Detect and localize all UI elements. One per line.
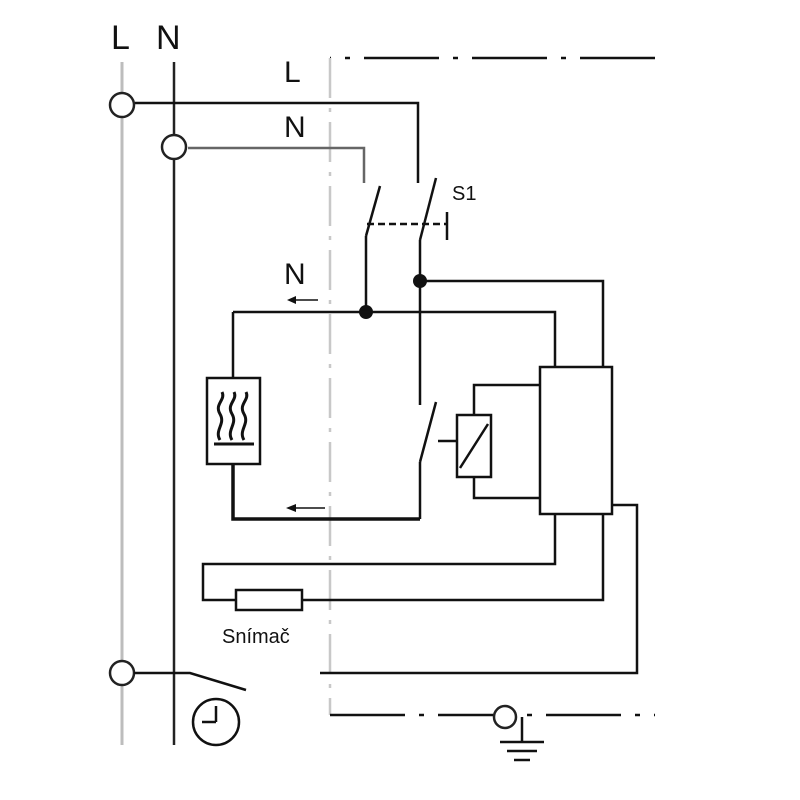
bus-label-neutral-out: N	[284, 258, 306, 291]
heat-icon	[214, 391, 254, 446]
relay-contact	[418, 401, 438, 519]
terminal-clock	[108, 659, 136, 687]
neutral-arrow-top	[287, 296, 318, 304]
heater-return-wire	[231, 464, 420, 521]
coil-bottom-wire	[472, 477, 540, 500]
clock-switch-arm	[134, 671, 247, 692]
sensor-wire-a	[201, 514, 557, 602]
relay-coil	[455, 413, 493, 479]
bus-label-neutral: N	[284, 111, 306, 144]
neutral-bus-wire	[233, 310, 557, 367]
sensor-label: Snímač	[222, 626, 290, 648]
terminal-neutral	[160, 133, 188, 161]
temperature-sensor	[234, 588, 304, 612]
ground-icon	[500, 717, 544, 762]
line-feed-wire	[135, 101, 420, 183]
clock-icon	[191, 697, 241, 747]
main-switch-s1	[364, 177, 449, 405]
neutral-feed-wire	[188, 146, 366, 183]
switch-label: S1	[452, 183, 476, 205]
bus-label-line: L	[284, 56, 301, 89]
sensor-wire-b	[302, 514, 605, 602]
heater-element	[205, 376, 262, 466]
neutral-arrow-bottom	[286, 504, 325, 512]
controller-supply-line-wire	[420, 279, 605, 367]
terminal-line	[108, 91, 136, 119]
coil-top-wire	[472, 383, 540, 415]
rail-label-line: L	[111, 19, 130, 57]
thermostat-controller	[538, 365, 614, 516]
earth-terminal	[492, 704, 518, 730]
clock-input-wire	[320, 503, 639, 675]
rail-label-neutral: N	[156, 19, 181, 57]
